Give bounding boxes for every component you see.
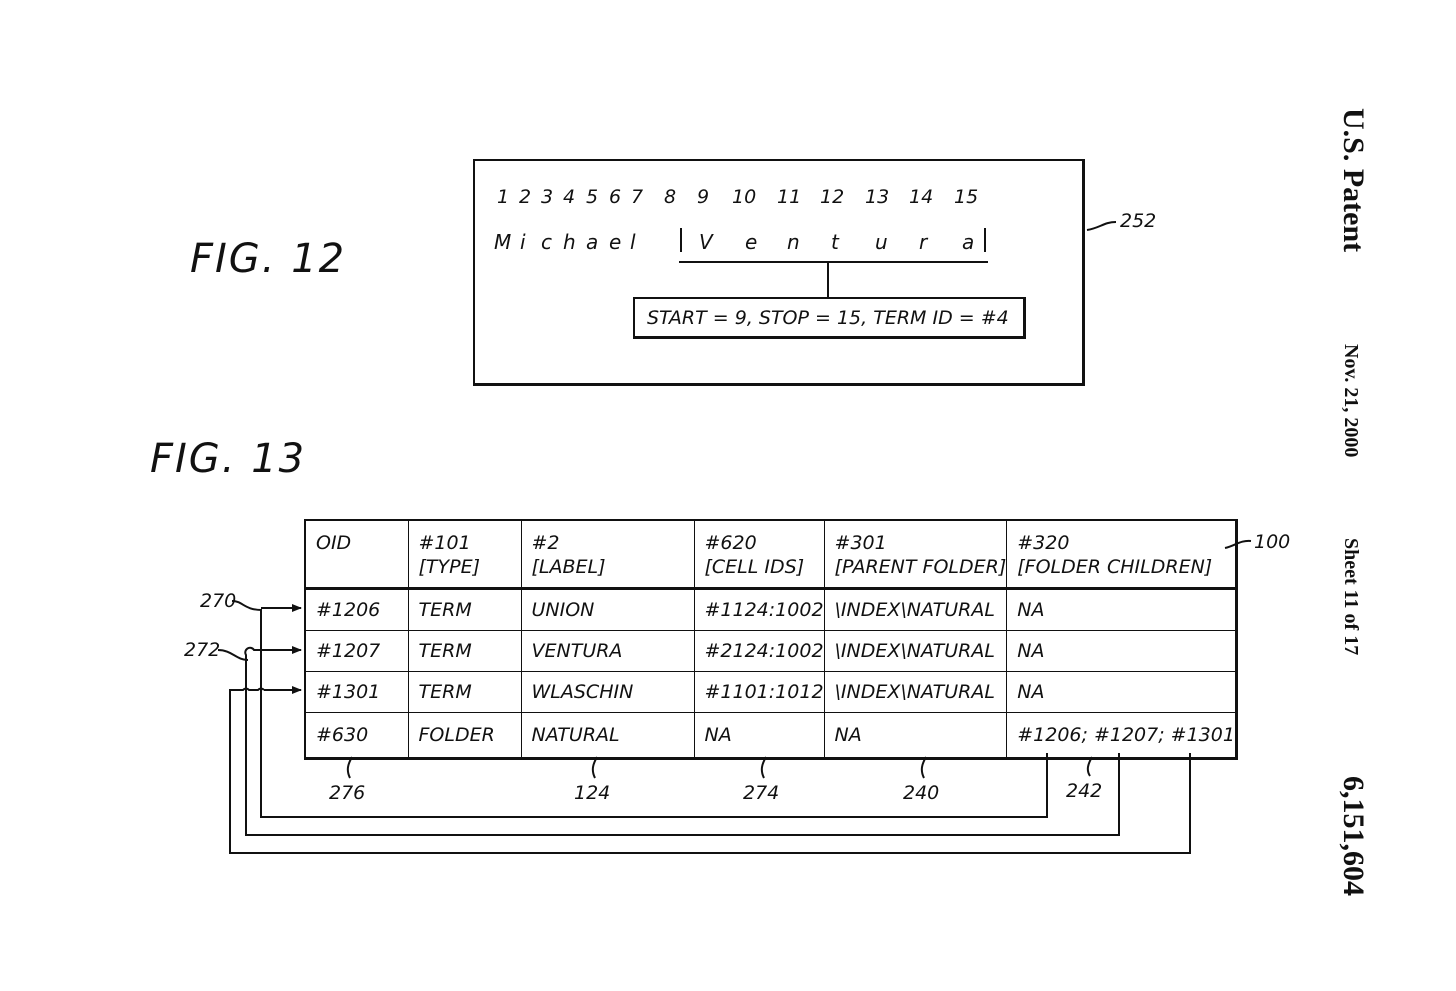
ref-124: 124 [574,782,611,804]
letter: l [630,230,636,254]
position-number: 12 [820,186,845,208]
leader-270 [231,600,263,611]
table-cell: #1206; #1207; #1301 [1006,711,1237,759]
letter: u [875,230,888,254]
position-number: 11 [777,186,802,208]
leader-240 [920,756,927,779]
table-cell: NA [1006,587,1237,631]
table-cell: #1207 [304,629,409,672]
table-row: #1206 TERM UNION #1124:1002 \INDEX\NATUR… [304,587,1237,631]
ref-240: 240 [903,782,940,804]
column-header: #2[LABEL] [520,519,695,590]
table-row: #1207 TERM VENTURA #2124:1002 \INDEX\NAT… [304,629,1237,672]
letter: r [919,230,928,254]
ref-252: 252 [1120,210,1157,232]
position-number: 4 [563,186,576,208]
table-cell: \INDEX\NATURAL [823,670,1008,713]
column-header: #301[PARENT FOLDER] [823,519,1008,590]
leader-242 [1086,756,1093,777]
position-number: 10 [732,186,757,208]
fig12-frame [473,159,1085,386]
table-cell: #2124:1002 [693,629,825,672]
link-1206 [260,610,1048,818]
table-cell: #1301 [304,670,409,713]
position-number: 15 [954,186,979,208]
link-1301 [229,687,1191,854]
position-number: 7 [631,186,644,208]
ref-274: 274 [743,782,780,804]
ref-270: 270 [200,590,237,612]
leader-276 [346,756,353,779]
term-info-box: START = 9, STOP = 15, TERM ID = #4 [633,297,1026,339]
table-cell: TERM [407,587,522,631]
position-number: 13 [865,186,890,208]
column-header: OID [304,519,409,590]
table-cell: #1206 [304,587,409,631]
table-header-row: OID #101[TYPE] #2[LABEL] #620[CELL IDS] … [304,519,1237,590]
fig12-label: FIG. 12 [190,236,347,282]
fig13-label: FIG. 13 [150,436,307,482]
letter: V [699,230,713,254]
letter: a [586,230,599,254]
position-number: 8 [664,186,677,208]
column-header: #101[TYPE] [407,519,522,590]
leader-252 [1086,221,1117,231]
leader-100 [1224,539,1252,549]
letter: e [609,230,622,254]
table-cell: NA [1006,629,1237,672]
letter: t [831,230,839,254]
position-number: 14 [909,186,934,208]
leader-124 [591,756,598,779]
letter: e [745,230,758,254]
letter: i [520,230,526,254]
letter: c [541,230,552,254]
column-header: #620[CELL IDS] [693,519,825,590]
position-number: 1 [497,186,510,208]
link-1207 [244,646,1120,836]
position-number: 6 [609,186,622,208]
column-header: #320[FOLDER CHILDREN] [1006,519,1237,590]
position-number: 3 [541,186,554,208]
table-cell: #1124:1002 [693,587,825,631]
table-cell: FOLDER [407,711,522,759]
position-number: 9 [697,186,710,208]
table-cell: NATURAL [520,711,695,759]
position-number: 2 [519,186,532,208]
table-cell: \INDEX\NATURAL [823,629,1008,672]
leader-274 [760,756,767,779]
table-cell: VENTURA [520,629,695,672]
ref-100: 100 [1254,531,1291,553]
leader-272 [217,649,249,661]
table-cell: #630 [304,711,409,759]
ref-242: 242 [1066,780,1103,802]
position-number: 5 [586,186,599,208]
table-cell: NA [823,711,1008,759]
ref-272: 272 [184,639,221,661]
letter: h [563,230,576,254]
table-row: #630 FOLDER NATURAL NA NA #1206; #1207; … [304,711,1237,759]
object-table: OID #101[TYPE] #2[LABEL] #620[CELL IDS] … [304,519,1238,760]
letter: M [494,230,512,254]
ref-276: 276 [329,782,366,804]
table-row: #1301 TERM WLASCHIN #1101:1012 \INDEX\NA… [304,670,1237,713]
letter: a [962,230,975,254]
table-cell: NA [693,711,825,759]
table-cell: \INDEX\NATURAL [823,587,1008,631]
letter: n [787,230,800,254]
